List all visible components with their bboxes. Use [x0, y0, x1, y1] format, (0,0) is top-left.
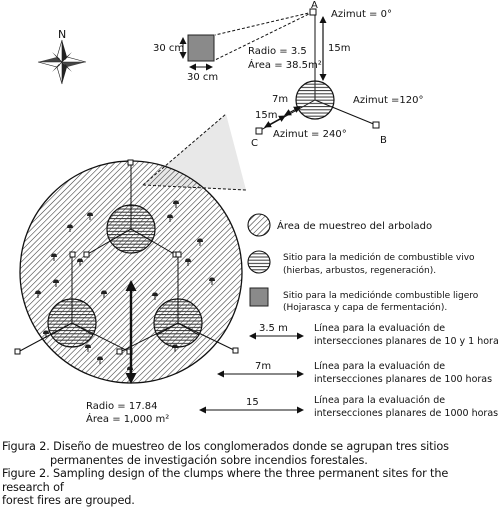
top-detail-lines: [214, 11, 377, 132]
square-width-label: 30 cm: [187, 72, 218, 83]
main-radius-label: Radio = 17.84: [86, 401, 157, 412]
legend-line2-dist: 7m: [255, 361, 271, 372]
azimuth-b-label: Azimut =120°: [353, 95, 424, 106]
legend-line3-text-a: Línea para la evaluación de: [314, 395, 445, 406]
caption-es-line2: permanentes de investigación sobre incen…: [50, 453, 368, 467]
dist-c-long-arrow: [264, 115, 286, 128]
legend-line2-text-a: Línea para la evaluación de: [314, 361, 445, 372]
legend-live-fuel-symbol: [247, 250, 271, 274]
caption-english: Figure 2. Sampling design of the clumps …: [2, 467, 498, 507]
legend-line1-dist: 3.5 m: [259, 323, 288, 334]
subplot-southeast: [153, 298, 203, 348]
caption-en-line1: Figure 2. Sampling design of the clumps …: [2, 467, 449, 494]
legend-line3-dist: 15: [246, 397, 259, 408]
legend-line3-text-b: intersecciones planares de 1000 horas: [314, 408, 498, 419]
compass-rose-icon: [37, 39, 87, 85]
azimuth-a-label: Azimut = 0°: [331, 9, 392, 20]
caption-es-line1: Figura 2. Diseño de muestreo de los cong…: [2, 440, 449, 453]
legend-line2-text-b: intersecciones planares de 100 horas: [314, 374, 492, 385]
main-area-label: Área = 1,000 m²: [86, 412, 169, 425]
dist-c-short-label: 7m: [272, 94, 288, 105]
point-a-marker: [309, 8, 317, 16]
point-a-label: A: [311, 0, 318, 11]
legend-wooded-label: Área de muestreo del arbolado: [277, 219, 432, 232]
legend-light-fuel-line1: Sitio para la mediciónde combustible lig…: [283, 290, 479, 301]
subplot-north: [106, 204, 156, 254]
legend-live-fuel-line2: (hierbas, arbustos, regeneración).: [283, 265, 436, 276]
dist-c-short-arrow: [284, 106, 301, 116]
legend-light-fuel-line2: (Hojarasca y capa de fermentación).: [283, 302, 447, 313]
legend-wooded-symbol: [247, 213, 271, 237]
azimuth-c-label: Azimut = 240°: [273, 129, 347, 140]
dist-a-label: 15m: [328, 43, 350, 54]
point-c-marker: [255, 127, 263, 135]
caption-spanish: Figura 2. Diseño de muestreo de los cong…: [2, 440, 498, 467]
legend-line1-text-b: intersecciones planares de 10 y 1 hora: [314, 336, 499, 347]
dist-c-long-label: 15m: [255, 110, 277, 121]
subplot-southwest: [47, 298, 97, 348]
detail-area-label: Área = 38.5m²: [248, 58, 322, 71]
detail-light-fuel-square: [187, 34, 215, 62]
legend-line1-text-a: Línea para la evaluación de: [314, 323, 445, 334]
compass-north-label: N: [58, 28, 66, 41]
detail-radius-label: Radio = 3.5: [248, 46, 307, 57]
detail-live-fuel-circle: [295, 80, 335, 120]
point-c-label: C: [251, 138, 258, 149]
square-height-label: 30 cm: [153, 43, 184, 54]
point-b-marker: [372, 121, 380, 129]
zoom-cone-edge: [142, 113, 227, 186]
caption-en-line2: forest fires are grouped.: [2, 494, 135, 507]
legend-light-fuel-symbol: [249, 287, 269, 307]
legend-live-fuel-line1: Sitio para la medición de combustible vi…: [283, 252, 475, 263]
point-b-label: B: [380, 135, 387, 146]
